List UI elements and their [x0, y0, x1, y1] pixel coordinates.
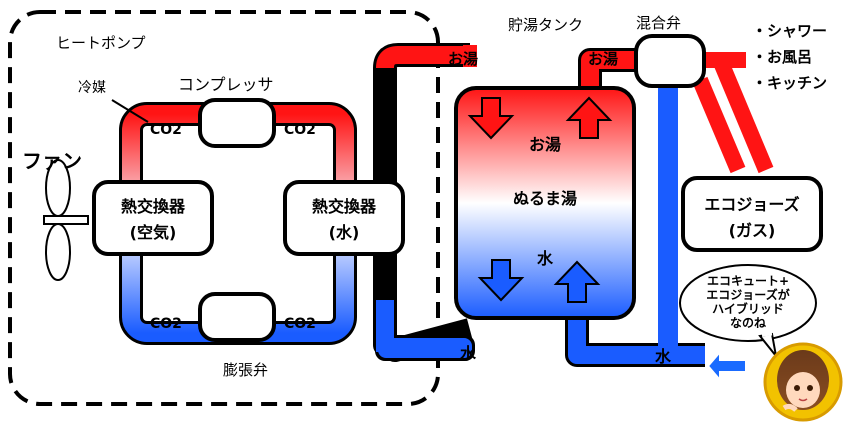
heat-exchanger-water	[283, 180, 405, 256]
return-water-label: 水	[460, 344, 477, 363]
hx-air-label-line1: 熱交換器	[121, 197, 186, 216]
speech-bubble	[679, 264, 817, 357]
supply-water-label: 水	[655, 347, 672, 366]
speech-line-3: ハイブリッド	[712, 301, 784, 316]
tank-to-valve-pipe	[581, 51, 640, 92]
tank-middle-zone-label: ぬるま湯	[513, 189, 577, 208]
co2-label-top-right: CO2	[284, 122, 316, 138]
compressor	[198, 98, 276, 148]
refrigerant-pointer	[111, 99, 149, 123]
tank-down-arrow-hot	[467, 97, 515, 140]
tank-up-arrow-cold	[553, 260, 601, 303]
speech-line-1: エコキュート+	[707, 274, 789, 288]
tank-hot-pipe-label: お湯	[448, 50, 478, 68]
ecojozu-label-line2: (ガス)	[729, 221, 776, 240]
expansion-valve	[198, 292, 276, 342]
ecojozu-unit	[681, 176, 823, 252]
tank-down-arrow-cold	[477, 259, 525, 302]
character-avatar	[763, 342, 843, 422]
ecojozu-label-line1: エコジョーズ	[704, 195, 799, 214]
supply-water-pipe	[568, 318, 705, 364]
heat-exchanger-air	[92, 180, 214, 256]
tank-up-arrow-hot	[565, 96, 613, 139]
fan-icon	[43, 159, 89, 281]
use-kitchen: ・キッチン	[752, 74, 827, 92]
return-pipe	[378, 338, 472, 358]
co2-label-bottom-left: CO2	[150, 316, 182, 332]
co2-label-bottom-right: CO2	[284, 316, 316, 332]
speech-line-2: エコジョーズが	[706, 287, 789, 302]
co2-label-top-left: CO2	[150, 122, 182, 138]
use-bath: ・お風呂	[752, 48, 812, 66]
hx-water-label-line1: 熱交換器	[312, 197, 377, 216]
mixing-valve	[634, 34, 706, 88]
water-inlet-arrow-icon	[706, 349, 747, 383]
expansion-valve-label: 膨張弁	[223, 361, 268, 379]
compressor-label: コンプレッサ	[178, 75, 274, 94]
hx-air-label-line2: (空気)	[130, 223, 177, 242]
valve-to-ecojozu-pipe	[692, 76, 746, 174]
ecojozu-to-uses-pipe	[712, 56, 774, 174]
fan-label: ファン	[22, 149, 82, 173]
speech-line-4: なのね	[730, 316, 766, 330]
heat-pump-boundary	[8, 10, 440, 406]
mixing-valve-title: 混合弁	[636, 14, 681, 32]
tank-title: 貯湯タンク	[508, 16, 583, 34]
refrigerant-label: 冷媒	[78, 80, 106, 96]
tank-cold-zone-label: 水	[537, 249, 554, 268]
hx-water-label-line2: (水)	[329, 223, 360, 242]
mixing-valve-hot-label: お湯	[588, 50, 618, 68]
heat-pump-title: ヒートポンプ	[56, 34, 146, 52]
use-shower: ・シャワー	[752, 22, 827, 40]
tank-hot-zone-label: お湯	[529, 135, 561, 154]
